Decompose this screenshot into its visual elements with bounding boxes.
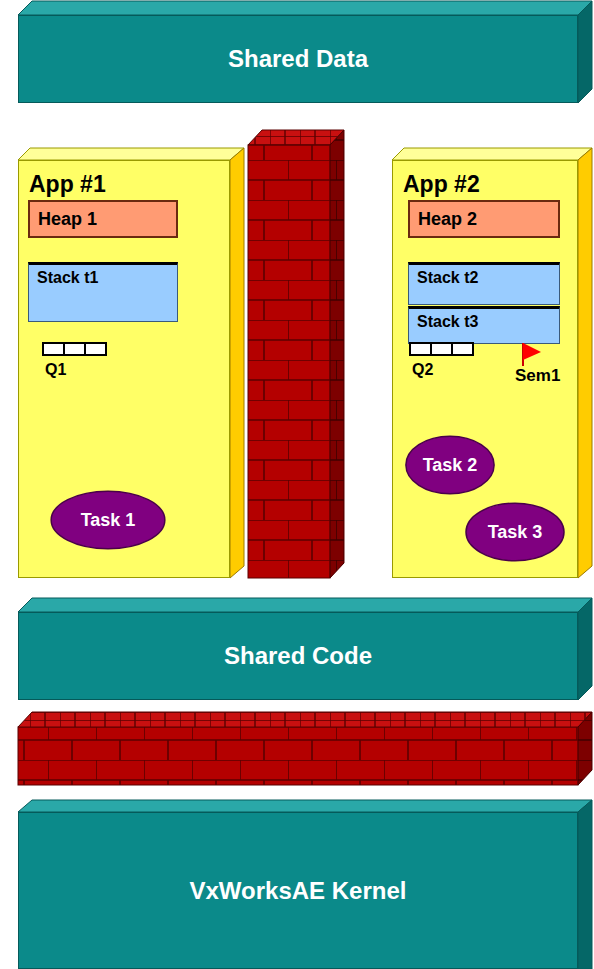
- queue-icon: [410, 343, 473, 355]
- app-side: [230, 148, 244, 578]
- wall-shade: [330, 130, 344, 578]
- heap-box: Heap 2: [408, 200, 560, 238]
- flag-pole: [522, 343, 524, 366]
- band-side: [578, 1, 592, 103]
- stack-box: Stack t1: [28, 262, 178, 322]
- band-top: [18, 598, 592, 612]
- band-label: VxWorksAE Kernel: [190, 877, 407, 905]
- kernel-band: VxWorksAE Kernel: [18, 812, 578, 969]
- app-side: [578, 148, 592, 578]
- heap-box: Heap 1: [28, 200, 178, 238]
- app-heading: App #2: [403, 171, 567, 197]
- wall-top: [248, 130, 344, 145]
- brick-wall: [18, 712, 592, 785]
- band-faces: [18, 1, 592, 103]
- semaphore-label: Sem1: [515, 366, 560, 386]
- band-label: Shared Data: [228, 45, 368, 73]
- semaphore-flag: [523, 343, 541, 366]
- flag-cloth: [523, 343, 541, 360]
- queue-slot: [452, 343, 473, 355]
- app-top: [392, 148, 592, 160]
- task-shape: [51, 491, 165, 549]
- task-label: Task 2: [423, 455, 478, 476]
- app-heading: App #1: [29, 171, 219, 197]
- queue-label: Q1: [45, 361, 66, 379]
- task-ellipse: Task 2: [405, 435, 495, 495]
- queue-icon: [43, 343, 106, 355]
- band-faces: [18, 800, 592, 969]
- queue-slot: [431, 343, 452, 355]
- wall-top: [18, 712, 592, 727]
- stack-label: Stack t3: [417, 313, 551, 331]
- queue-label: Q2: [412, 361, 433, 379]
- queue-slot: [410, 343, 431, 355]
- band-label: Shared Code: [224, 642, 372, 670]
- wall-side: [578, 712, 592, 785]
- app-faces: [392, 148, 592, 578]
- app-faces: [18, 148, 244, 578]
- stack-box: Stack t2: [408, 262, 560, 305]
- stack-box: Stack t3: [408, 306, 560, 344]
- band-top: [18, 1, 592, 15]
- band-side: [578, 800, 592, 969]
- shared-band: Shared Code: [18, 612, 578, 700]
- wall-front: [248, 145, 330, 578]
- wall-front: [18, 727, 578, 785]
- task-ellipse: Task 1: [50, 490, 166, 550]
- stack-label: Stack t1: [37, 269, 169, 287]
- heap-label: Heap 1: [38, 209, 97, 230]
- task-shape: [466, 503, 564, 561]
- queue-slot: [85, 343, 106, 355]
- shared-band: Shared Data: [18, 15, 578, 103]
- band-top: [18, 800, 592, 812]
- heap-label: Heap 2: [418, 209, 477, 230]
- band-faces: [18, 598, 592, 700]
- task-label: Task 1: [81, 510, 136, 531]
- task-shape: [406, 436, 494, 494]
- task-ellipse: Task 3: [465, 502, 565, 562]
- stack-label: Stack t2: [417, 269, 551, 287]
- queue-slot: [64, 343, 85, 355]
- band-side: [578, 598, 592, 700]
- wall-shade: [578, 712, 592, 785]
- wall-side: [330, 130, 344, 578]
- brick-wall: [248, 130, 344, 578]
- app-top: [18, 148, 244, 160]
- queue-slot: [43, 343, 64, 355]
- task-label: Task 3: [488, 522, 543, 543]
